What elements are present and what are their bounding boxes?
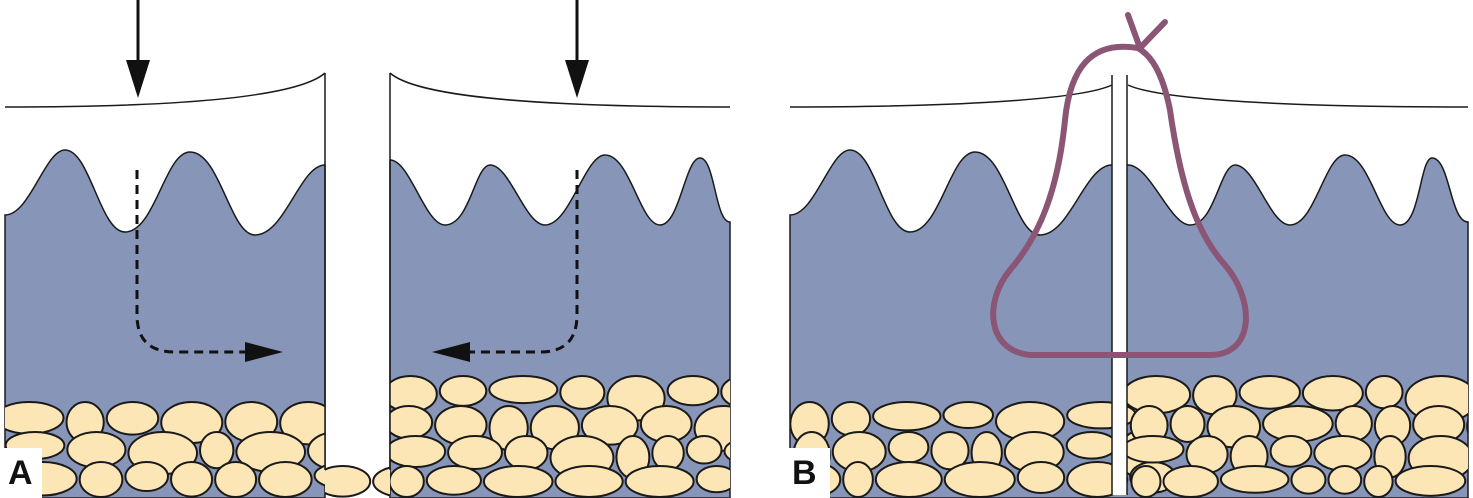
pebble [447, 435, 503, 471]
pebble [1162, 465, 1219, 498]
pebble [1363, 465, 1394, 498]
pebble [258, 461, 313, 498]
pebble [307, 432, 325, 470]
pebble [5, 401, 65, 435]
panel-b: B [785, 12, 1469, 498]
pebble [339, 402, 378, 435]
pebble [1301, 375, 1364, 412]
pebble [425, 465, 482, 496]
pebbles-left [5, 401, 378, 498]
skin-surface-left [4, 72, 326, 108]
pebble [666, 375, 720, 407]
needle-tract [1111, 75, 1128, 495]
pebble [170, 461, 214, 498]
pebble [1467, 476, 1468, 486]
pressure-arrow-left [126, 0, 150, 98]
pebble [124, 461, 170, 493]
pebble [651, 435, 685, 472]
pebble [1016, 461, 1066, 494]
panel-a: A [4, 0, 779, 498]
pebble [214, 461, 258, 498]
pebble [372, 466, 390, 497]
pebble [740, 466, 779, 494]
pebble [624, 465, 695, 498]
pebble [488, 375, 559, 405]
pebble [942, 401, 995, 430]
purse-string-suture [990, 12, 1249, 358]
pebble [279, 401, 325, 446]
pebble [554, 465, 624, 498]
pebble [872, 401, 942, 432]
skin-surface-b-right [1127, 84, 1469, 108]
pebble [325, 465, 372, 498]
pebble [482, 465, 554, 498]
pebble [1327, 465, 1363, 495]
pebble [1466, 418, 1468, 435]
pebble [438, 375, 488, 407]
pebble [887, 431, 930, 464]
pebble [1121, 435, 1185, 464]
pebble [390, 435, 447, 469]
pebble [874, 461, 943, 498]
pebble [503, 435, 549, 471]
pebble [1238, 375, 1301, 410]
pebble [943, 461, 1016, 498]
pebble [1169, 405, 1206, 443]
skin-surface-right [389, 72, 731, 108]
pebbles-b [790, 375, 1468, 498]
pebbles-right [390, 375, 779, 498]
pebble [313, 464, 325, 487]
pebble [559, 375, 606, 410]
pebble [1065, 431, 1118, 460]
pebble [1364, 375, 1404, 410]
pebble [1130, 465, 1162, 498]
flow-arrow-left [135, 170, 283, 362]
pebble [1219, 465, 1290, 494]
panel-label-b: B [792, 454, 817, 492]
pebble [580, 405, 639, 446]
pebble [1290, 465, 1327, 495]
pebble [1394, 465, 1467, 497]
pebble [695, 465, 730, 494]
pebble [390, 465, 425, 498]
pressure-arrow-right [565, 0, 589, 98]
pebble [842, 461, 874, 498]
panel-label-a: A [8, 454, 33, 492]
pebble [199, 431, 235, 470]
flow-arrow-right [432, 170, 579, 362]
pebble [390, 405, 434, 440]
pebble [830, 401, 872, 437]
pebble [720, 378, 730, 406]
pebble [723, 441, 730, 461]
pebble [78, 461, 124, 498]
pebble [1269, 435, 1313, 468]
pebbles-gap [325, 465, 390, 498]
pebble [685, 435, 723, 465]
pebble [105, 401, 160, 436]
skin-surface-b-left [789, 84, 1113, 108]
